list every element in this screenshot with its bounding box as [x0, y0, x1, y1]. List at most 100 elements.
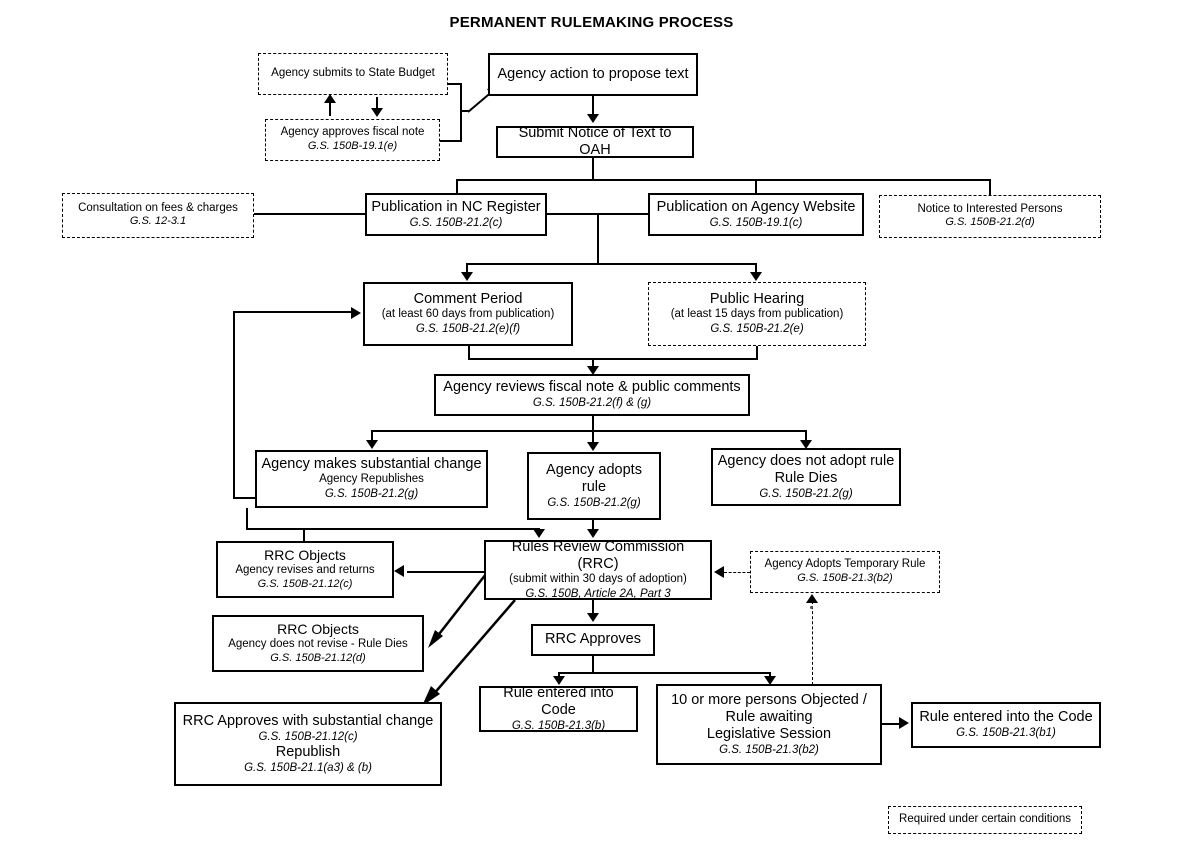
arrow-left-icon	[394, 565, 404, 577]
node-agency-reviews[interactable]: Agency reviews fiscal note & public comm…	[434, 374, 750, 416]
node-comment-period[interactable]: Comment Period (at least 60 days from pu…	[363, 282, 573, 346]
connector-submit-down	[592, 158, 594, 180]
legend-label: Required under certain conditions	[899, 813, 1071, 826]
node-agency-adopts-rule[interactable]: Agency adopts rule G.S. 150B-21.2(g)	[527, 452, 661, 520]
node-public-hearing[interactable]: Public Hearing (at least 15 days from pu…	[648, 282, 866, 346]
stray-dot	[810, 606, 813, 609]
node-citation: G.S. 150B-21.2(e)(f)	[415, 323, 521, 336]
node-line-1b: Republish	[275, 744, 341, 760]
connector-ten-to-code	[882, 723, 901, 725]
arrow-down-icon	[750, 272, 762, 281]
connector-branch-adopts	[592, 430, 594, 446]
node-citation: G.S. 12-3.1	[129, 215, 187, 228]
node-line-1: RRC Approves	[545, 631, 641, 648]
node-consultation-fees-charges[interactable]: Consultation on fees & charges G.S. 12-3…	[62, 193, 254, 238]
node-rrc-approves-substantial-change[interactable]: RRC Approves with substantial change G.S…	[174, 702, 442, 786]
arrow-down-icon	[800, 440, 812, 449]
connector-register-down	[597, 213, 599, 264]
node-citation: G.S. 150B-21.2(g)	[324, 488, 419, 501]
node-agency-does-not-adopt[interactable]: Agency does not adopt rule Rule Dies G.S…	[711, 448, 901, 506]
node-line-2: (at least 15 days from publication)	[670, 308, 844, 321]
node-publication-nc-register[interactable]: Publication in NC Register G.S. 150B-21.…	[365, 193, 547, 236]
node-citation: G.S. 150B-21.2(g)	[547, 496, 641, 509]
node-citation: G.S. 150B, Article 2A, Part 3	[525, 587, 671, 600]
connector-feedback-to-comment	[233, 311, 351, 313]
connector-branch-not-adopt	[805, 430, 807, 444]
connector-branch-comment	[466, 263, 468, 276]
node-line-1: RRC Approves with substantial change	[182, 712, 434, 729]
node-rrc-approves[interactable]: RRC Approves	[531, 624, 655, 656]
page-title: PERMANENT RULEMAKING PROCESS	[449, 14, 734, 31]
node-rule-entered-into-code[interactable]: Rule entered into Code G.S. 150B-21.3(b)	[479, 684, 638, 732]
connector-budget-right	[448, 83, 462, 85]
node-citation: G.S. 150B-21.2(g)	[759, 487, 853, 500]
arrow-down-icon	[764, 676, 776, 685]
connector-fiscal-right	[440, 140, 462, 142]
connector-bracket-vertical	[460, 83, 462, 142]
node-agency-submits-state-budget[interactable]: Agency submits to State Budget	[258, 53, 448, 95]
connector-rrc-to-objects-not-revise	[428, 573, 487, 648]
node-agency-makes-substantial-change[interactable]: Agency makes substantial change Agency R…	[255, 450, 488, 508]
node-line-1: Comment Period	[413, 291, 523, 308]
node-citation: G.S. 150B-21.3(b1)	[956, 727, 1056, 740]
node-line-1: Agency approves fiscal note	[280, 126, 425, 139]
arrow-left-icon	[714, 566, 724, 578]
connector-branch-hearing	[755, 263, 757, 276]
connector-feedback-vertical	[233, 311, 235, 499]
node-agency-approves-fiscal-note[interactable]: Agency approves fiscal note G.S. 150B-19…	[265, 119, 440, 161]
node-line-1: Agency does not adopt rule	[717, 452, 895, 469]
node-rule-entered-into-the-code[interactable]: Rule entered into the Code G.S. 150B-21.…	[911, 702, 1101, 748]
arrow-down-icon	[366, 440, 378, 449]
node-publication-agency-website[interactable]: Publication on Agency Website G.S. 150B-…	[648, 193, 864, 236]
node-line-2: Agency Republishes	[319, 473, 424, 486]
node-agency-action-propose-text[interactable]: Agency action to propose text	[488, 53, 698, 96]
node-line-1: Publication on Agency Website	[656, 198, 856, 215]
node-line-1: Notice to Interested Persons	[917, 202, 1063, 215]
arrow-down-icon	[533, 529, 545, 538]
connector-branch-register	[456, 179, 458, 193]
connector-ten-to-temporary	[812, 601, 813, 685]
connector-comment-hearing-bar	[466, 263, 757, 265]
node-line-1b: rule	[581, 478, 607, 495]
connector-reviews-down	[592, 416, 594, 431]
node-citation: G.S. 150B-21.2(e)	[710, 323, 804, 336]
node-line-1: Consultation on fees & charges	[78, 201, 238, 214]
node-line-1: RRC Objects	[264, 547, 346, 564]
node-line-1c: Legislative Session	[706, 725, 832, 742]
node-citation: G.S. 150B-21.2(c)	[409, 216, 503, 229]
node-citation: G.S. 150B-21.3(b2)	[797, 571, 893, 584]
node-line-1: Rule entered into Code	[503, 684, 614, 718]
node-rrc-objects-revises[interactable]: RRC Objects Agency revises and returns G…	[216, 541, 394, 598]
connector-bracket-to-diagonal	[460, 110, 470, 112]
arrow-down-icon	[553, 676, 565, 685]
node-ten-or-more-persons-objected[interactable]: 10 or more persons Objected / Rule await…	[656, 684, 882, 765]
arrow-down-icon	[587, 529, 599, 538]
node-line-1: Agency action to propose text	[497, 65, 689, 82]
arrow-up-icon	[324, 94, 336, 103]
node-line-2: Agency does not revise - Rule Dies	[228, 637, 408, 650]
arrow-right-icon	[899, 717, 909, 729]
node-citation: G.S. 150B-21.2(f) & (g)	[532, 397, 652, 410]
node-citation: G.S. 150B-21.12(c)	[257, 577, 353, 590]
node-citation: G.S. 150B-21.12(d)	[270, 651, 366, 664]
node-submit-notice-oah[interactable]: Submit Notice of Text to OAH	[496, 125, 694, 158]
node-line-1: Agency adopts	[546, 461, 642, 478]
node-agency-adopts-temporary-rule[interactable]: Agency Adopts Temporary Rule G.S. 150B-2…	[750, 551, 940, 593]
connector-merge-bar	[468, 358, 758, 360]
connector-feedback-left	[233, 497, 256, 499]
node-line-2: (at least 60 days from publication)	[381, 308, 555, 321]
node-citation: G.S. 150B-21.3(b2)	[719, 743, 819, 756]
connector-temporary-to-rrc	[724, 572, 750, 573]
connector-branch-website	[755, 179, 757, 193]
node-rules-review-commission[interactable]: Rules Review Commission (RRC) (submit wi…	[484, 539, 712, 600]
legend-required-conditions: Required under certain conditions	[888, 806, 1082, 834]
node-rrc-objects-not-revise[interactable]: RRC Objects Agency does not revise - Rul…	[212, 615, 424, 672]
node-citation: G.S. 150B-21.3(b)	[511, 719, 606, 732]
node-line-1: Agency submits to State Budget	[271, 67, 435, 80]
node-notice-interested-persons[interactable]: Notice to Interested Persons G.S. 150B-2…	[879, 195, 1101, 238]
arrow-down-icon	[587, 442, 599, 451]
connector-approves-down	[592, 656, 594, 673]
node-line-1: RRC Objects	[277, 621, 359, 638]
connector-propose-to-submit	[592, 96, 594, 117]
